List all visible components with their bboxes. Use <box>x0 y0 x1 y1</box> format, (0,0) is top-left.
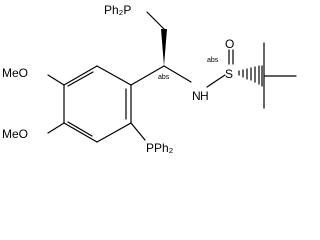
benzene-ring <box>63 65 132 143</box>
methoxy-label-upper: MeO <box>2 66 28 80</box>
methoxy-bond-upper <box>47 74 65 86</box>
amine-hydrogen-label: H <box>200 89 209 103</box>
ring-bond <box>63 122 98 143</box>
sulfur-label: S <box>225 67 233 81</box>
ring-bond <box>96 122 132 143</box>
stereocenter-to-nitrogen-bond <box>163 65 192 83</box>
nitrogen-to-sulfur-bond <box>206 74 226 88</box>
stereo-label-sulfur: abs <box>207 57 219 64</box>
ring-bond <box>96 65 132 86</box>
methoxy-bond-lower <box>47 122 65 134</box>
ring-double-bond <box>67 71 94 87</box>
ch2-to-phosphine-bond <box>146 11 165 30</box>
stereo-label-carbon: abs <box>158 74 170 81</box>
ring-phosphine-label: PPh₂ <box>146 141 174 155</box>
wedge-bond-to-ch2 <box>161 29 167 66</box>
ring-phosphine-bond <box>130 122 146 141</box>
ring-to-stereocenter-bond <box>130 65 165 86</box>
hashed-bond-to-tert-butyl <box>238 65 263 87</box>
oxygen-label: O <box>225 37 234 51</box>
chemical-structure-diagram: MeO MeO PPh₂ Ph₂P abs N H S abs O <box>2 3 297 155</box>
top-phosphine-label: Ph₂P <box>104 3 131 17</box>
methoxy-label-lower: MeO <box>2 127 28 141</box>
ring-double-bond <box>67 121 93 137</box>
ring-bond <box>63 65 98 86</box>
structure-canvas: MeO MeO PPh₂ Ph₂P abs N H S abs O <box>2 3 297 155</box>
nitrogen-label: N <box>192 89 201 103</box>
